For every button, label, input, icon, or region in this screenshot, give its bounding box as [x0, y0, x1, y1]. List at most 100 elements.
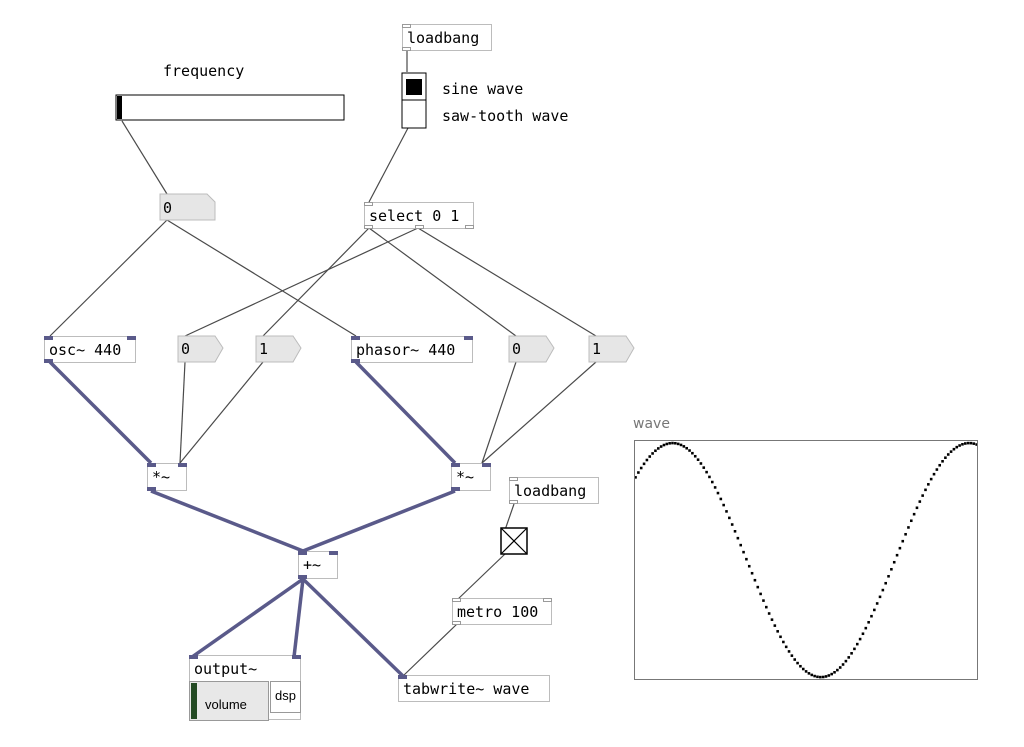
inlet[interactable]: [451, 463, 460, 467]
inlet[interactable]: [464, 336, 473, 340]
outlet[interactable]: [298, 575, 307, 579]
wave-sample-point: [671, 441, 674, 445]
wave-sample-point: [853, 647, 856, 651]
frequency-number[interactable]: 0: [163, 199, 173, 217]
wave-sample-point: [878, 595, 882, 599]
wave-sample-point: [739, 543, 743, 547]
wave-sample-point: [870, 614, 873, 618]
outlet[interactable]: [44, 359, 53, 363]
inlet[interactable]: [543, 598, 552, 602]
outlet[interactable]: [402, 47, 411, 51]
wave-sample-point: [881, 588, 885, 592]
sine-wave-label: sine wave: [442, 80, 524, 98]
wave-sample-point: [637, 471, 640, 474]
wave-sample-point: [895, 553, 899, 557]
wave-sample-point: [639, 466, 643, 470]
wave-array-graph[interactable]: [634, 440, 978, 680]
inlet[interactable]: [127, 336, 136, 340]
wave-sample-point: [858, 637, 862, 641]
frequency-label: frequency: [163, 62, 245, 80]
inlet[interactable]: [178, 463, 187, 467]
wave-sample-point: [691, 451, 694, 455]
wave-sample-point: [841, 663, 845, 666]
inlet[interactable]: [44, 336, 53, 340]
outlet[interactable]: [364, 225, 373, 229]
wave-sample-point: [821, 675, 825, 679]
wave-sample-point: [747, 564, 751, 568]
wave-sample-point: [799, 664, 802, 668]
wave-sample-point: [733, 530, 737, 533]
wave-sample-point: [645, 458, 649, 462]
inlet[interactable]: [298, 551, 307, 555]
wave-sample-point: [813, 674, 816, 678]
loadbang-object-top[interactable]: loadbang: [402, 24, 492, 51]
volume-slider[interactable]: [189, 681, 269, 721]
outlet[interactable]: [351, 359, 360, 363]
wave-sample-point: [952, 447, 956, 451]
wave-sample-point: [816, 675, 819, 679]
wave-sample-point: [915, 506, 919, 510]
outlet[interactable]: [147, 487, 156, 491]
wave-sample-point: [855, 642, 859, 646]
inlet[interactable]: [364, 202, 373, 206]
phasor-object[interactable]: phasor~ 440: [351, 336, 473, 363]
wave-sample-point: [890, 567, 893, 571]
outlet[interactable]: [451, 487, 460, 491]
wave-sample-point: [688, 449, 691, 452]
outlet[interactable]: [509, 500, 518, 504]
graph-title: wave: [633, 416, 670, 432]
dsp-toggle[interactable]: dsp: [270, 681, 301, 713]
wave-sample-point: [716, 491, 720, 495]
loadbang-object-bottom[interactable]: loadbang: [509, 477, 599, 504]
message-zero-left[interactable]: 0: [181, 340, 191, 358]
add-object[interactable]: +~: [298, 551, 338, 579]
wave-sample-point: [753, 578, 757, 582]
inlet[interactable]: [398, 675, 407, 679]
message-one-right[interactable]: 1: [592, 340, 602, 358]
inlet[interactable]: [452, 598, 461, 602]
wave-sample-point: [790, 654, 794, 657]
wave-sample-point: [779, 635, 782, 639]
wave-sample-point: [801, 667, 805, 671]
wave-sample-point: [838, 666, 842, 669]
multiply-object-left[interactable]: *~: [147, 463, 187, 491]
select-object[interactable]: select 0 1: [364, 202, 474, 229]
inlet[interactable]: [329, 551, 338, 555]
wave-sample-point: [762, 599, 765, 602]
wave-sample-point: [699, 462, 703, 465]
outlet[interactable]: [452, 621, 461, 625]
outlet[interactable]: [465, 225, 474, 229]
inlet[interactable]: [147, 463, 156, 467]
wave-sample-point: [651, 452, 654, 455]
inlet[interactable]: [189, 655, 198, 659]
metro-object[interactable]: metro 100: [452, 598, 552, 625]
message-one-left[interactable]: 1: [259, 340, 269, 358]
wave-sample-point: [932, 472, 936, 476]
wave-sample-point: [773, 624, 777, 627]
inlet[interactable]: [292, 655, 301, 659]
wave-sample-point: [685, 446, 688, 450]
wave-sample-point: [804, 670, 808, 673]
wave-sample-point: [787, 650, 791, 653]
wave-sample-point: [972, 442, 976, 445]
inlet[interactable]: [509, 477, 518, 481]
wave-sample-point: [909, 519, 913, 523]
outlet[interactable]: [414, 225, 424, 229]
message-zero-right[interactable]: 0: [512, 340, 522, 358]
wave-sample-point: [898, 546, 902, 550]
radio-sine-selected[interactable]: [406, 79, 422, 95]
wave-sample-point: [659, 445, 663, 448]
wave-sample-point: [847, 656, 851, 659]
osc-object[interactable]: osc~ 440: [44, 336, 136, 363]
inlet[interactable]: [351, 336, 360, 340]
wave-sample-point: [907, 526, 910, 529]
wave-sample-point: [719, 497, 723, 501]
inlet[interactable]: [402, 24, 411, 28]
wave-sample-point: [776, 630, 779, 633]
multiply-object-right[interactable]: *~: [451, 463, 491, 491]
wave-sample-point: [819, 675, 822, 679]
wave-sample-point: [975, 443, 977, 446]
tabwrite-object[interactable]: tabwrite~ wave: [398, 675, 550, 702]
inlet[interactable]: [482, 463, 491, 467]
wave-sample-point: [728, 516, 731, 520]
